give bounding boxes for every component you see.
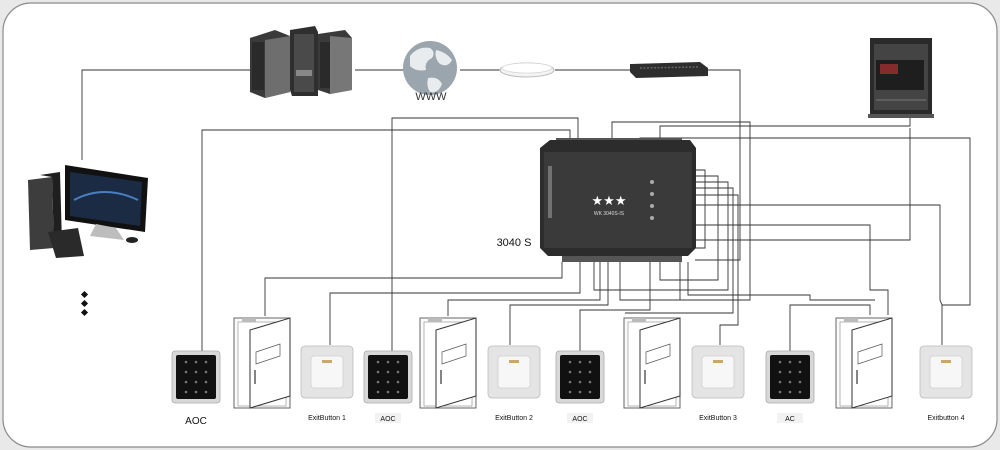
reader-label: AOC bbox=[572, 416, 587, 423]
server-rack-icon bbox=[250, 26, 352, 98]
workstation-icon bbox=[28, 165, 148, 258]
exit-button-icon bbox=[919, 345, 973, 399]
www-label: WWW bbox=[415, 91, 447, 103]
door-icon bbox=[419, 317, 477, 409]
doors-layer bbox=[233, 317, 893, 409]
exit-button-label: ExitButton 1 bbox=[308, 415, 346, 422]
exit-buttons-layer: ExitButton 1 ExitButton 2 ExitButton 3 Exit… bbox=[300, 345, 973, 422]
router-icon bbox=[499, 62, 555, 78]
keypad-reader-icon bbox=[765, 350, 815, 404]
reader-label: AC bbox=[785, 416, 795, 423]
controller-icon bbox=[540, 138, 696, 262]
alarm-panel-icon bbox=[868, 38, 934, 118]
exit-button-icon bbox=[300, 345, 354, 399]
door-icon bbox=[233, 317, 291, 409]
controller-model-label: 3040 S bbox=[497, 237, 532, 249]
more-dots-icon bbox=[80, 290, 89, 317]
switch-icon bbox=[630, 62, 708, 78]
reader-label: AOC bbox=[380, 416, 395, 423]
exit-button-icon bbox=[691, 345, 745, 399]
exit-button-icon bbox=[487, 345, 541, 399]
door-icon bbox=[623, 317, 681, 409]
keypad-reader-icon bbox=[555, 350, 605, 404]
controller-face-label: WK 3040S-IS bbox=[594, 211, 625, 217]
keypad-reader-icon bbox=[171, 350, 221, 404]
keypad-reader-icon bbox=[363, 350, 413, 404]
exit-button-label: ExitButton 2 bbox=[495, 415, 533, 422]
globe-icon bbox=[403, 41, 457, 95]
door-icon bbox=[835, 317, 893, 409]
exit-button-label: ExitButton 3 bbox=[699, 415, 737, 422]
readers-layer: AOC AOC AOC AC bbox=[171, 350, 815, 427]
controller-stars: ★★★ bbox=[592, 194, 627, 209]
reader-label: AOC bbox=[185, 416, 207, 427]
exit-button-label: Exitbutton 4 bbox=[928, 415, 965, 422]
